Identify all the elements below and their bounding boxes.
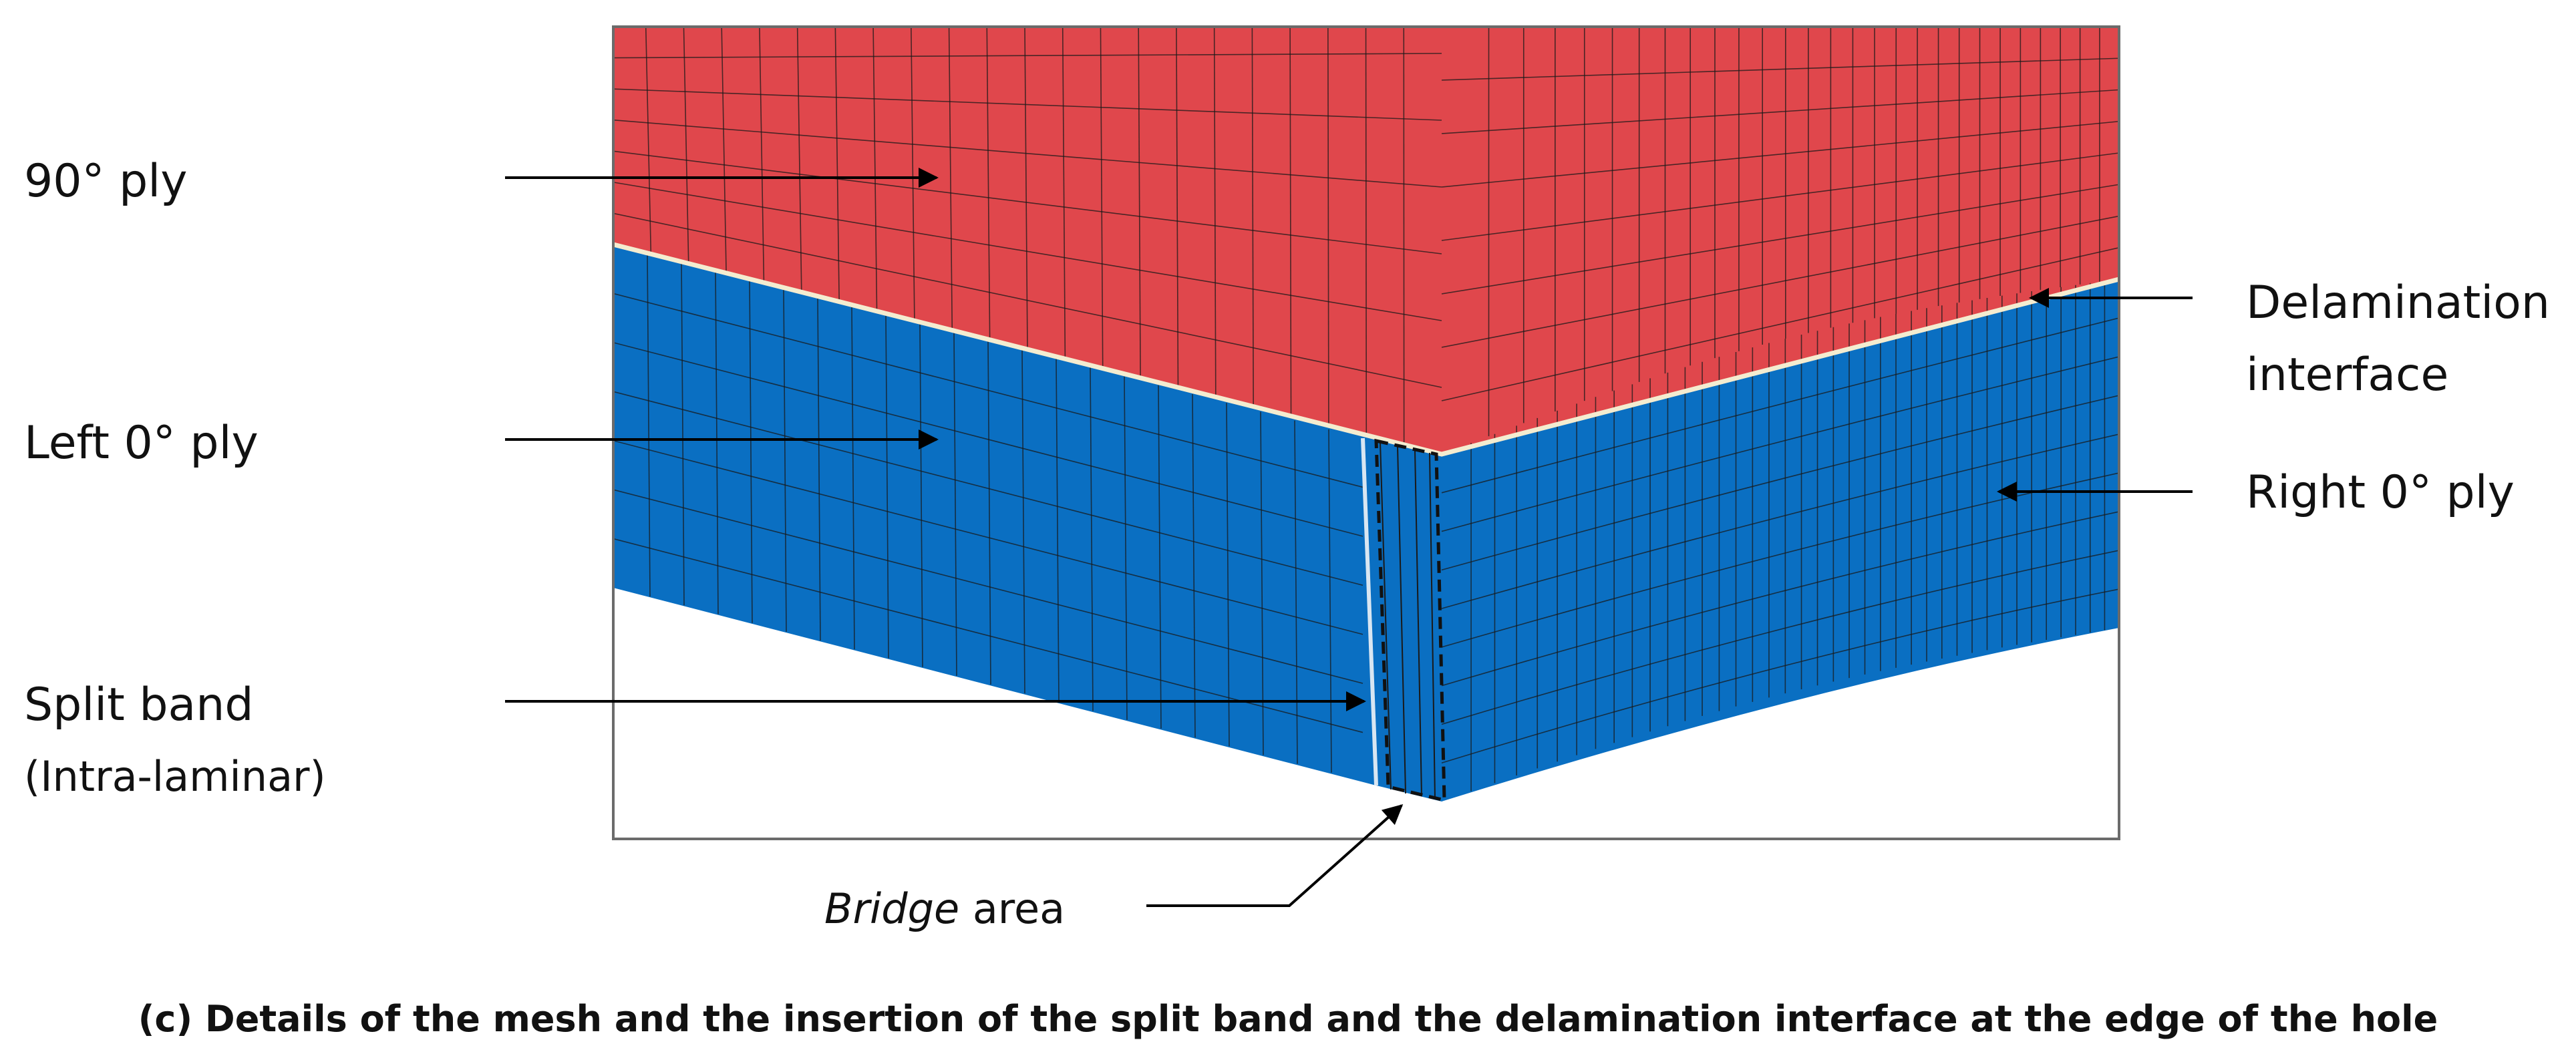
label-right-0-ply: Right 0° ply: [2246, 466, 2515, 519]
mesh-line: [1289, 27, 1292, 416]
mesh-line: [1056, 359, 1060, 703]
mesh-line: [783, 288, 787, 632]
mesh-line: [1124, 376, 1128, 720]
mesh-line: [851, 306, 855, 650]
mesh-line: [919, 323, 923, 667]
mesh-line: [885, 315, 889, 659]
mesh-line: [1441, 395, 2119, 571]
mesh-line: [1062, 27, 1066, 359]
mesh-line: [1441, 120, 2119, 188]
mesh-line: [1226, 403, 1230, 747]
mesh-line: [1294, 420, 1298, 764]
label-delamination-line2: interface: [2246, 349, 2448, 401]
mesh-line: [911, 27, 915, 321]
mesh-line: [613, 88, 1442, 121]
mesh-line: [1021, 350, 1025, 694]
mesh-block: [613, 27, 2119, 803]
mesh-line: [986, 27, 991, 340]
mesh-line: [1441, 472, 2119, 648]
mesh-line: [1441, 356, 2119, 532]
delamination-interface-layer: [613, 242, 2119, 457]
mesh-line: [1327, 27, 1329, 426]
mesh-line: [1251, 27, 1254, 407]
mesh-line: [721, 27, 727, 273]
mesh-line: [613, 119, 1442, 188]
mesh-line: [1100, 27, 1104, 369]
mesh-line: [613, 182, 1442, 321]
mesh-line: [1441, 317, 2119, 494]
mesh-line: [613, 53, 1442, 59]
mesh-line: [647, 253, 651, 597]
mesh-line: [1138, 27, 1141, 378]
mesh-line: [1260, 411, 1264, 755]
mesh-line: [749, 279, 753, 623]
right0-ply-region: [1442, 279, 2119, 802]
label-bridge-rest: area: [959, 884, 1065, 933]
label-delamination-line1: Delamination: [2246, 277, 2550, 329]
arrow-bridge-area: [1146, 804, 1404, 907]
mesh-line: [834, 27, 840, 302]
label-90-ply: 90° ply: [24, 155, 187, 208]
bridge-area-outline: [1374, 438, 1446, 803]
mesh-line: [1441, 550, 2119, 725]
mesh-line: [613, 391, 1363, 586]
figure-caption: (c) Details of the mesh and the insertio…: [138, 998, 2438, 1040]
mesh-line: [1441, 152, 2119, 241]
mesh-line: [1441, 246, 2119, 401]
mesh-line: [613, 489, 1363, 684]
mesh-line: [715, 271, 719, 614]
mesh-line: [681, 262, 685, 606]
mesh-line: [613, 293, 1363, 488]
mesh-line: [1213, 27, 1217, 397]
mesh-line: [1176, 27, 1179, 388]
mesh-line: [645, 27, 652, 254]
label-split-band: Split band: [24, 679, 254, 731]
mesh-line: [1441, 511, 2119, 687]
mesh-line: [1158, 385, 1162, 729]
mesh-grid: [613, 27, 2119, 791]
label-bridge-italic: Bridge: [824, 884, 959, 933]
mesh-line: [759, 27, 765, 283]
mesh-line: [1441, 215, 2119, 348]
mesh-line: [796, 27, 802, 293]
label-left-0-ply: Left 0° ply: [24, 417, 259, 470]
mesh-line: [1441, 89, 2119, 134]
mesh-line: [987, 341, 991, 685]
mesh-line: [872, 27, 878, 311]
mesh-line: [613, 212, 1442, 388]
mesh-line: [817, 297, 821, 641]
mesh-line: [1441, 184, 2119, 295]
mesh-line: [953, 332, 957, 676]
mesh-line: [1365, 27, 1367, 435]
mesh-line: [683, 27, 689, 264]
mesh-line: [613, 439, 1363, 635]
mesh-line: [948, 27, 953, 331]
label-bridge-area: Bridge area: [824, 884, 1065, 933]
mesh-line: [1024, 27, 1028, 350]
mesh-line: [1441, 57, 2119, 81]
mesh-line: [1441, 433, 2119, 609]
mesh-line: [1090, 367, 1094, 711]
mesh-line: [613, 150, 1442, 254]
mesh-line: [1441, 588, 2119, 763]
mesh-line: [1192, 394, 1196, 738]
mesh-line: [613, 342, 1363, 537]
mesh-line: [1328, 429, 1332, 773]
label-split-band-sub: (Intra-laminar): [24, 752, 326, 801]
left0-ply-region: [613, 244, 1442, 802]
split-band-region: [1361, 437, 1436, 800]
